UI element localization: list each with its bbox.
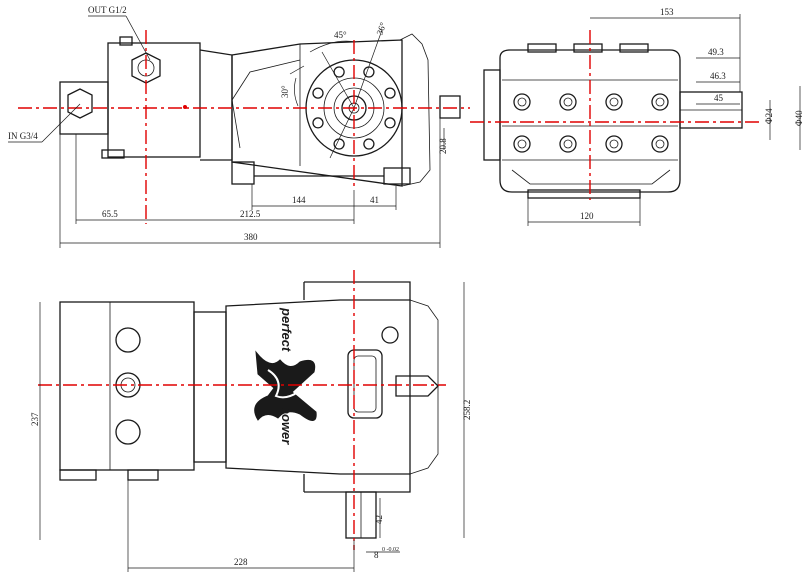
side-plugs xyxy=(513,93,669,153)
dim-phi40: Φ40 xyxy=(794,110,804,126)
dim-258-2: 258.2 xyxy=(462,400,472,420)
side-end-plate xyxy=(483,69,501,161)
inlet-port-block xyxy=(59,81,109,135)
side-foot xyxy=(527,189,641,199)
flange-bolt xyxy=(333,138,345,150)
side-plug xyxy=(605,135,623,153)
top-boss-lower xyxy=(303,474,411,493)
side-plug-inner xyxy=(563,97,573,107)
top-port-3 xyxy=(115,419,141,445)
body-center-mark xyxy=(183,105,187,109)
shaft-stub xyxy=(439,95,461,119)
perfect-power-logo: perfect power xyxy=(254,307,317,445)
valve-foot xyxy=(101,149,125,159)
angle-arc-30 xyxy=(294,77,299,107)
side-plug xyxy=(559,135,577,153)
side-boss-1 xyxy=(527,43,557,53)
side-plug-inner xyxy=(609,97,619,107)
outlet-leader xyxy=(125,15,151,61)
side-skirt xyxy=(511,169,671,185)
angle-36-label: 36° xyxy=(374,21,388,37)
dim-120: 120 xyxy=(580,211,594,221)
logo-word-power: power xyxy=(279,405,294,445)
inlet-hex-nut xyxy=(67,88,93,119)
dim-237: 237 xyxy=(30,412,40,426)
rear-cover xyxy=(399,33,431,187)
angle-ray-45 xyxy=(321,51,355,109)
side-body xyxy=(499,49,681,193)
side-plug xyxy=(651,135,669,153)
dim-212-5: 212.5 xyxy=(240,209,261,219)
logo-mark xyxy=(254,350,317,421)
side-plug xyxy=(651,93,669,111)
angle-ray-36 xyxy=(353,29,383,109)
angle-tick-30 xyxy=(289,65,305,75)
dim-45: 45 xyxy=(714,93,724,103)
dim-380: 380 xyxy=(244,232,258,242)
side-boss-3 xyxy=(619,43,649,53)
logo-word-perfect: perfect xyxy=(279,307,294,352)
angle-arc-45 xyxy=(309,40,357,53)
flange-bolt xyxy=(384,117,396,129)
inlet-label: IN G3/4 xyxy=(8,131,38,141)
front-view: 45° 36° 30° 20.8 OUT G1/2 IN G3/4 380 65… xyxy=(8,5,470,248)
flange-bolt xyxy=(333,66,345,78)
top-sight-glass xyxy=(353,355,377,413)
top-boss-upper xyxy=(303,281,411,300)
side-plug xyxy=(513,135,531,153)
outlet-label: OUT G1/2 xyxy=(88,5,127,15)
flange-bolt xyxy=(312,117,324,129)
top-valve-block xyxy=(59,301,195,471)
logo-mark-highlight xyxy=(267,369,299,399)
side-plug-inner xyxy=(609,139,619,149)
flange-bolt xyxy=(363,138,375,150)
top-foot-left xyxy=(59,469,97,481)
dim-41: 41 xyxy=(370,195,379,205)
flange-bolt xyxy=(312,87,324,99)
side-plug-inner xyxy=(563,139,573,149)
crankcase xyxy=(231,39,403,187)
angle-45-label: 45° xyxy=(334,30,347,40)
dim-228: 228 xyxy=(234,557,248,567)
top-foot-right xyxy=(127,469,159,481)
dim-8: 8 xyxy=(374,550,379,560)
angle-ray-36-low xyxy=(329,107,355,159)
dim-8-tolerance: 0 -0.02 xyxy=(382,547,399,553)
side-plug-inner xyxy=(517,139,527,149)
dim-42: 42 xyxy=(374,515,384,524)
top-oil-plug xyxy=(395,375,439,397)
top-port-1 xyxy=(115,327,141,353)
dim-144: 144 xyxy=(292,195,306,205)
side-plug xyxy=(559,93,577,111)
crankcase-rib xyxy=(231,59,301,149)
angle-30-label: 30° xyxy=(280,85,290,98)
side-plug-inner xyxy=(655,97,665,107)
foot-left xyxy=(231,161,255,185)
side-plug xyxy=(605,93,623,111)
top-rear-cover xyxy=(409,299,439,475)
side-plug-inner xyxy=(517,97,527,107)
dim-65-5: 65.5 xyxy=(102,209,118,219)
flange-bolt xyxy=(384,87,396,99)
side-boss-2 xyxy=(573,43,603,53)
side-view: 153 49.3 46.3 45 120 Φ40 Φ24 xyxy=(470,7,804,226)
dim-49-3: 49.3 xyxy=(708,47,724,57)
inlet-leader xyxy=(41,103,81,143)
dim-phi24: Φ24 xyxy=(764,108,774,124)
valve-cap xyxy=(119,36,133,46)
top-neck xyxy=(193,311,227,463)
side-plug-inner xyxy=(655,139,665,149)
foot-right xyxy=(383,167,411,185)
top-sight-window xyxy=(347,349,383,419)
dim-46-3: 46.3 xyxy=(710,71,726,81)
top-view: perfect power 237 258.2 228 42 8 0 -0.02 xyxy=(30,270,472,572)
dim-20-8-label: 20.8 xyxy=(438,138,448,154)
pump-neck xyxy=(199,49,233,161)
dim-153: 153 xyxy=(660,7,674,17)
side-plug xyxy=(513,93,531,111)
top-breather xyxy=(381,326,399,344)
